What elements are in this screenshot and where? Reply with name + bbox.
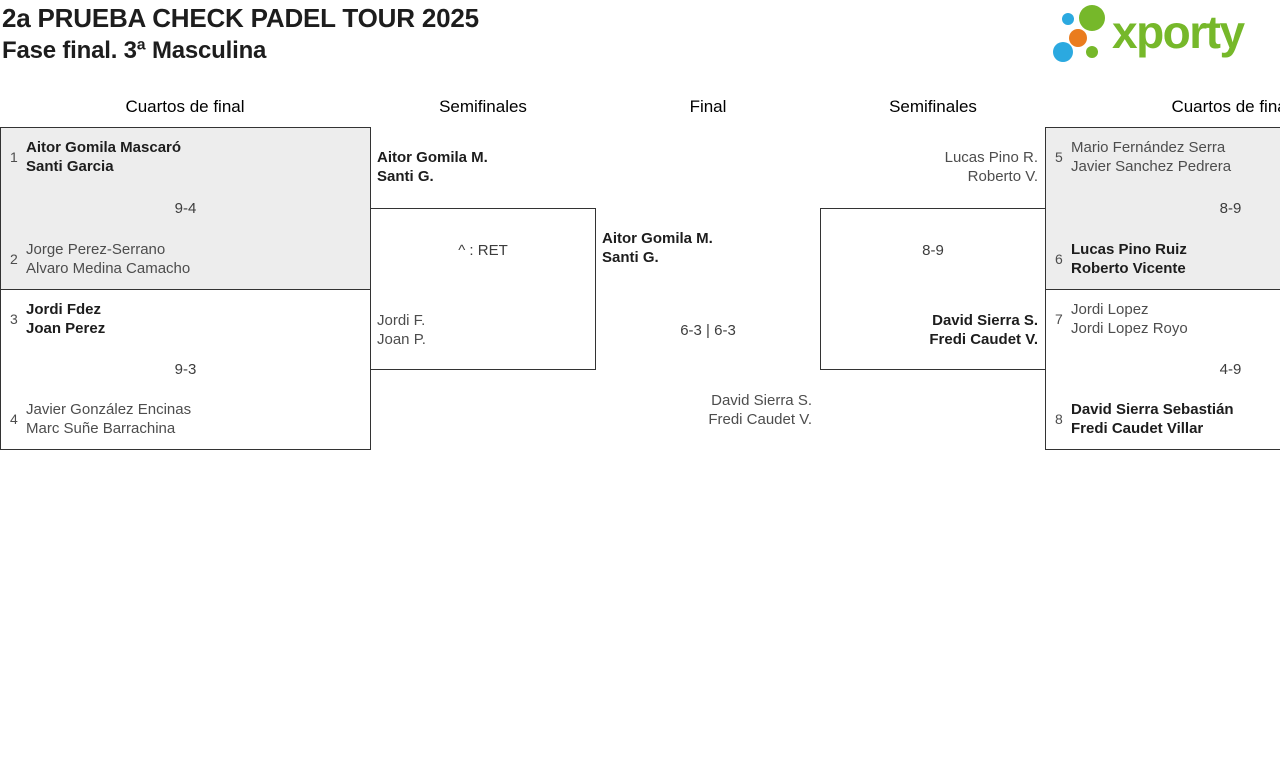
team-row: 1 Aitor Gomila Mascaró Santi Garcia xyxy=(1,138,370,176)
player-name: Fredi Caudet V. xyxy=(929,331,1038,348)
logo-dot-green-large-icon xyxy=(1079,5,1105,31)
match-score: ^ : RET xyxy=(458,242,508,259)
xporty-logo-text: xporty xyxy=(1112,6,1245,58)
team-name-pair: Jordi Fdez Joan Perez xyxy=(26,300,105,338)
player-name: David Sierra S. xyxy=(932,312,1038,329)
column-header-semifinals-left: Semifinales xyxy=(439,97,527,116)
seed-number: 3 xyxy=(10,311,18,327)
player-name: Fredi Caudet V. xyxy=(708,411,812,428)
team-name-pair: Jorge Perez-Serrano Alvaro Medina Camach… xyxy=(26,240,190,278)
match-score: 9-3 xyxy=(174,360,197,378)
player-name: Alvaro Medina Camacho xyxy=(26,260,191,277)
player-name: Santi G. xyxy=(377,168,434,185)
team-name-pair: Javier González Encinas Marc Suñe Barrac… xyxy=(26,400,191,438)
match-box-qf-right-1[interactable]: 5 Mario Fernández Serra Javier Sanchez P… xyxy=(1045,127,1280,290)
tournament-title: 2a PRUEBA CHECK PADEL TOUR 2025 xyxy=(2,3,479,33)
team-row: 6 Lucas Pino Ruiz Roberto Vicente xyxy=(1046,240,1280,278)
match-score: 8-9 xyxy=(1219,199,1242,217)
player-name: Jordi Lopez Royo xyxy=(1071,320,1188,337)
logo-dot-blue-large-icon xyxy=(1053,42,1073,62)
player-name: Santi Garcia xyxy=(26,158,114,175)
team-row: 5 Mario Fernández Serra Javier Sanchez P… xyxy=(1046,138,1280,176)
seed-number: 1 xyxy=(10,149,18,165)
player-name: Aitor Gomila M. xyxy=(602,230,713,247)
seed-number: 2 xyxy=(10,251,18,267)
team-row: 2 Jorge Perez-Serrano Alvaro Medina Cama… xyxy=(1,240,370,278)
column-header-quarterfinals-right: Cuartos de final xyxy=(1171,97,1280,116)
team-row: 3 Jordi Fdez Joan Perez xyxy=(1,300,370,338)
player-name: David Sierra Sebastián xyxy=(1071,401,1234,418)
column-header-final: Final xyxy=(689,97,727,116)
seed-number: 8 xyxy=(1055,411,1063,427)
player-name: Aitor Gomila Mascaró xyxy=(26,139,182,156)
team-name-pair: Jordi Lopez Jordi Lopez Royo xyxy=(1071,300,1188,338)
seed-number: 5 xyxy=(1055,149,1063,165)
match-box-qf-left-2[interactable]: 3 Jordi Fdez Joan Perez 9-3 4 Javier Gon… xyxy=(0,289,371,450)
final-bottom-team: David Sierra S. Fredi Caudet V. xyxy=(601,391,812,429)
phase-subtitle: Fase final. 3ª Masculina xyxy=(2,37,267,64)
logo-dot-blue-small-icon xyxy=(1062,13,1074,25)
logo-dot-green-small-icon xyxy=(1086,46,1098,58)
seed-number: 4 xyxy=(10,411,18,427)
player-name: David Sierra S. xyxy=(711,392,812,409)
match-box-sf-right[interactable]: 8-9 xyxy=(820,208,1046,370)
column-header-semifinals-right: Semifinales xyxy=(889,97,977,116)
player-name: Javier González Encinas xyxy=(26,401,192,418)
sf-right-bottom-team: David Sierra S. Fredi Caudet V. xyxy=(827,311,1038,349)
final-top-team: Aitor Gomila M. Santi G. xyxy=(602,229,713,267)
player-name: Joan Perez xyxy=(26,320,106,337)
sf-right-top-team: Lucas Pino R. Roberto V. xyxy=(827,148,1038,186)
player-name: Aitor Gomila M. xyxy=(377,149,488,166)
xporty-logo[interactable]: xporty xyxy=(1050,4,1278,68)
player-name: Lucas Pino R. xyxy=(944,149,1038,166)
player-name: Joan P. xyxy=(377,331,426,348)
player-name: Jordi F. xyxy=(377,312,426,329)
logo-dot-orange-icon xyxy=(1069,29,1087,47)
team-row: 8 David Sierra Sebastián Fredi Caudet Vi… xyxy=(1046,400,1280,438)
team-name-pair: David Sierra Sebastián Fredi Caudet Vill… xyxy=(1071,400,1234,438)
match-score: 4-9 xyxy=(1219,360,1242,378)
seed-number: 7 xyxy=(1055,311,1063,327)
player-name: Javier Sanchez Pedrera xyxy=(1071,158,1232,175)
player-name: Fredi Caudet Villar xyxy=(1071,420,1204,437)
match-box-qf-left-1[interactable]: 1 Aitor Gomila Mascaró Santi Garcia 9-4 … xyxy=(0,127,371,290)
player-name: Marc Suñe Barrachina xyxy=(26,420,176,437)
match-box-qf-right-2[interactable]: 7 Jordi Lopez Jordi Lopez Royo 4-9 8 Dav… xyxy=(1045,289,1280,450)
team-name-pair: Aitor Gomila Mascaró Santi Garcia xyxy=(26,138,181,176)
player-name: Mario Fernández Serra xyxy=(1071,139,1226,156)
sf-left-bottom-team: Jordi F. Joan P. xyxy=(377,311,426,349)
seed-number: 6 xyxy=(1055,251,1063,267)
player-name: Jordi Fdez xyxy=(26,301,102,318)
match-score: 8-9 xyxy=(922,242,944,259)
player-name: Jorge Perez-Serrano xyxy=(26,241,166,258)
player-name: Jordi Lopez xyxy=(1071,301,1149,318)
team-name-pair: Mario Fernández Serra Javier Sanchez Ped… xyxy=(1071,138,1231,176)
match-box-sf-left[interactable]: ^ : RET xyxy=(370,208,596,370)
player-name: Roberto Vicente xyxy=(1071,260,1186,277)
team-row: 4 Javier González Encinas Marc Suñe Barr… xyxy=(1,400,370,438)
team-row: 7 Jordi Lopez Jordi Lopez Royo xyxy=(1046,300,1280,338)
final-score: 6-3 | 6-3 xyxy=(680,322,736,339)
match-score: 9-4 xyxy=(174,199,197,217)
column-header-quarterfinals-left: Cuartos de final xyxy=(125,97,245,116)
player-name: Lucas Pino Ruiz xyxy=(1071,241,1187,258)
sf-left-top-team: Aitor Gomila M. Santi G. xyxy=(377,148,488,186)
player-name: Santi G. xyxy=(602,249,659,266)
team-name-pair: Lucas Pino Ruiz Roberto Vicente xyxy=(1071,240,1187,278)
player-name: Roberto V. xyxy=(967,168,1038,185)
